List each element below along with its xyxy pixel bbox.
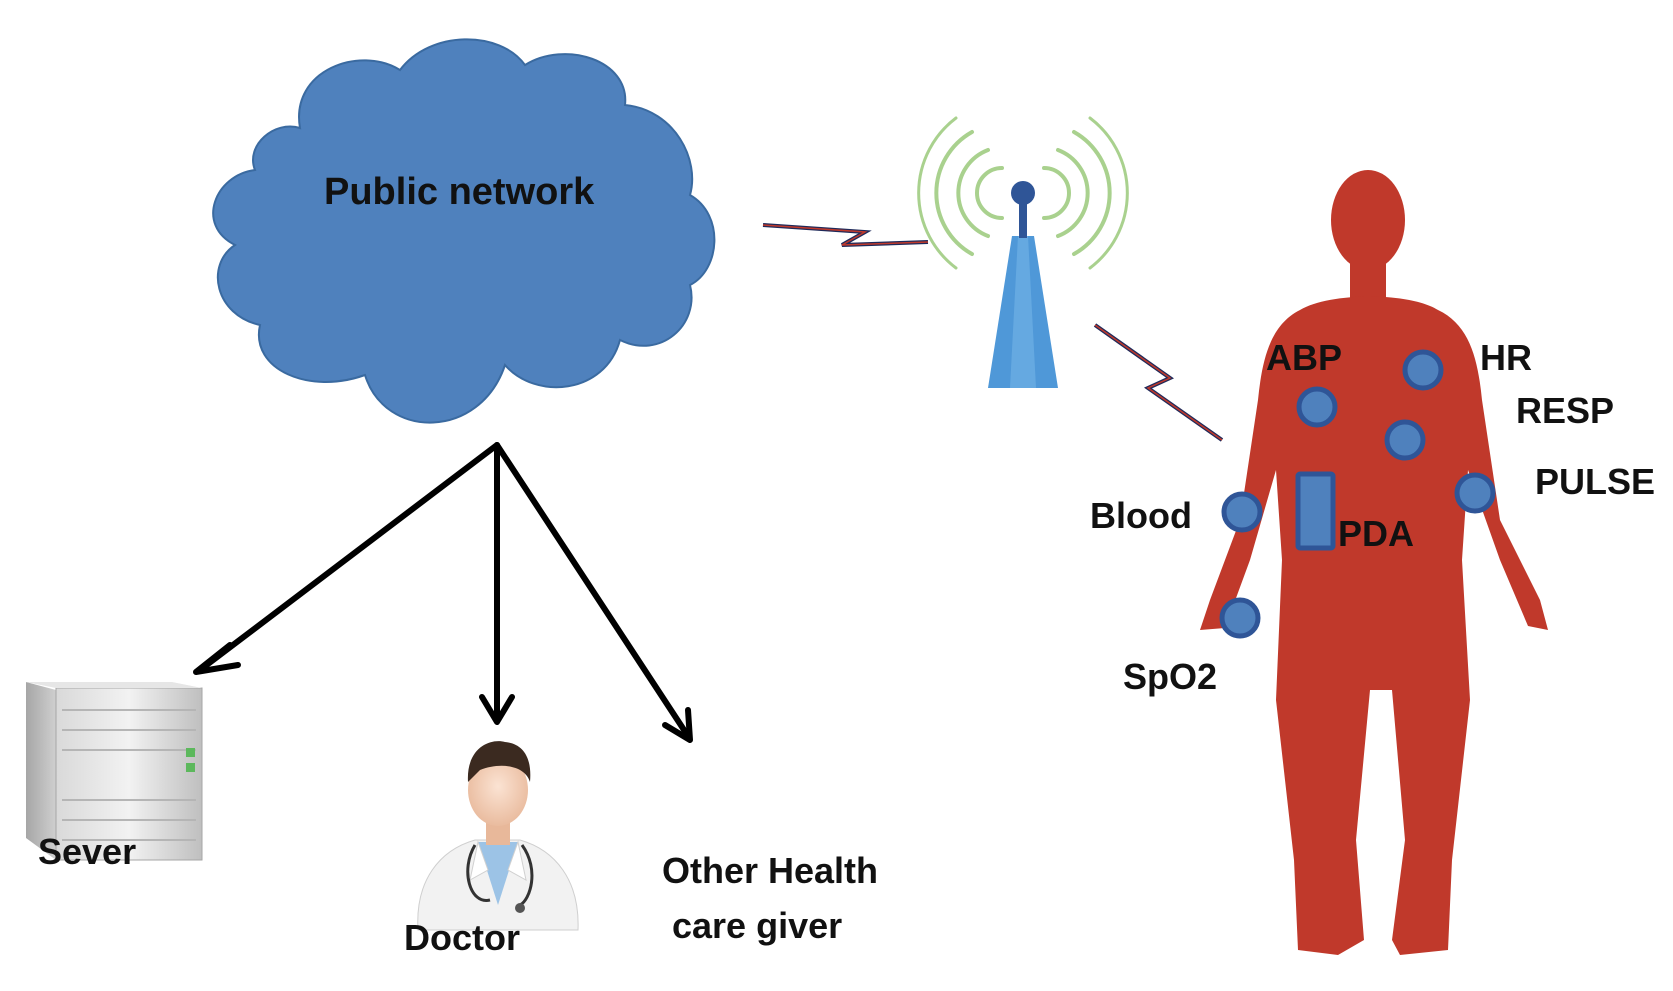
sensor-label-pda: PDA	[1338, 513, 1415, 554]
arrow-to-doctor-head	[479, 694, 515, 725]
wireless-link-cloud-tower	[762, 223, 929, 247]
sensor-blood	[1221, 491, 1263, 533]
server-icon	[26, 682, 203, 861]
sensor-abp	[1296, 386, 1338, 428]
distribution-arrows	[193, 442, 693, 743]
doctor-icon	[417, 741, 579, 931]
sensor-resp	[1384, 419, 1426, 461]
human-body-icon	[1200, 170, 1548, 955]
sensor-label-spo2: SpO2	[1123, 656, 1218, 697]
arrow-to-caregiver-head	[662, 707, 693, 743]
sensor-label-pulse: PULSE	[1535, 461, 1656, 502]
doctor-label: Doctor	[404, 917, 520, 958]
wireless-link-body-tower	[1093, 323, 1224, 442]
sensor-spo2	[1219, 597, 1261, 639]
arrow-to-server	[197, 442, 500, 673]
sensor-pulse	[1454, 472, 1496, 514]
public-network-cloud	[212, 38, 716, 424]
arrow-to-caregiver	[494, 442, 691, 739]
caregiver-label-line2: care giver	[672, 905, 843, 946]
arrow-to-server-head	[193, 642, 241, 675]
cloud-label: Public network	[324, 171, 595, 213]
caregiver-label-line1: Other Health	[662, 850, 879, 891]
sensor-label-resp: RESP	[1516, 390, 1615, 431]
sensor-hr	[1402, 349, 1444, 391]
sensor-pda	[1295, 471, 1336, 551]
sensor-label-abp: ABP	[1266, 337, 1343, 378]
sensor-label-blood: Blood	[1090, 495, 1192, 536]
cloud-shape	[212, 38, 716, 424]
body-sensors	[1219, 349, 1496, 639]
antenna-tower-icon	[917, 116, 1129, 388]
sensor-label-hr: HR	[1480, 337, 1532, 378]
server-label: Sever	[38, 831, 137, 872]
